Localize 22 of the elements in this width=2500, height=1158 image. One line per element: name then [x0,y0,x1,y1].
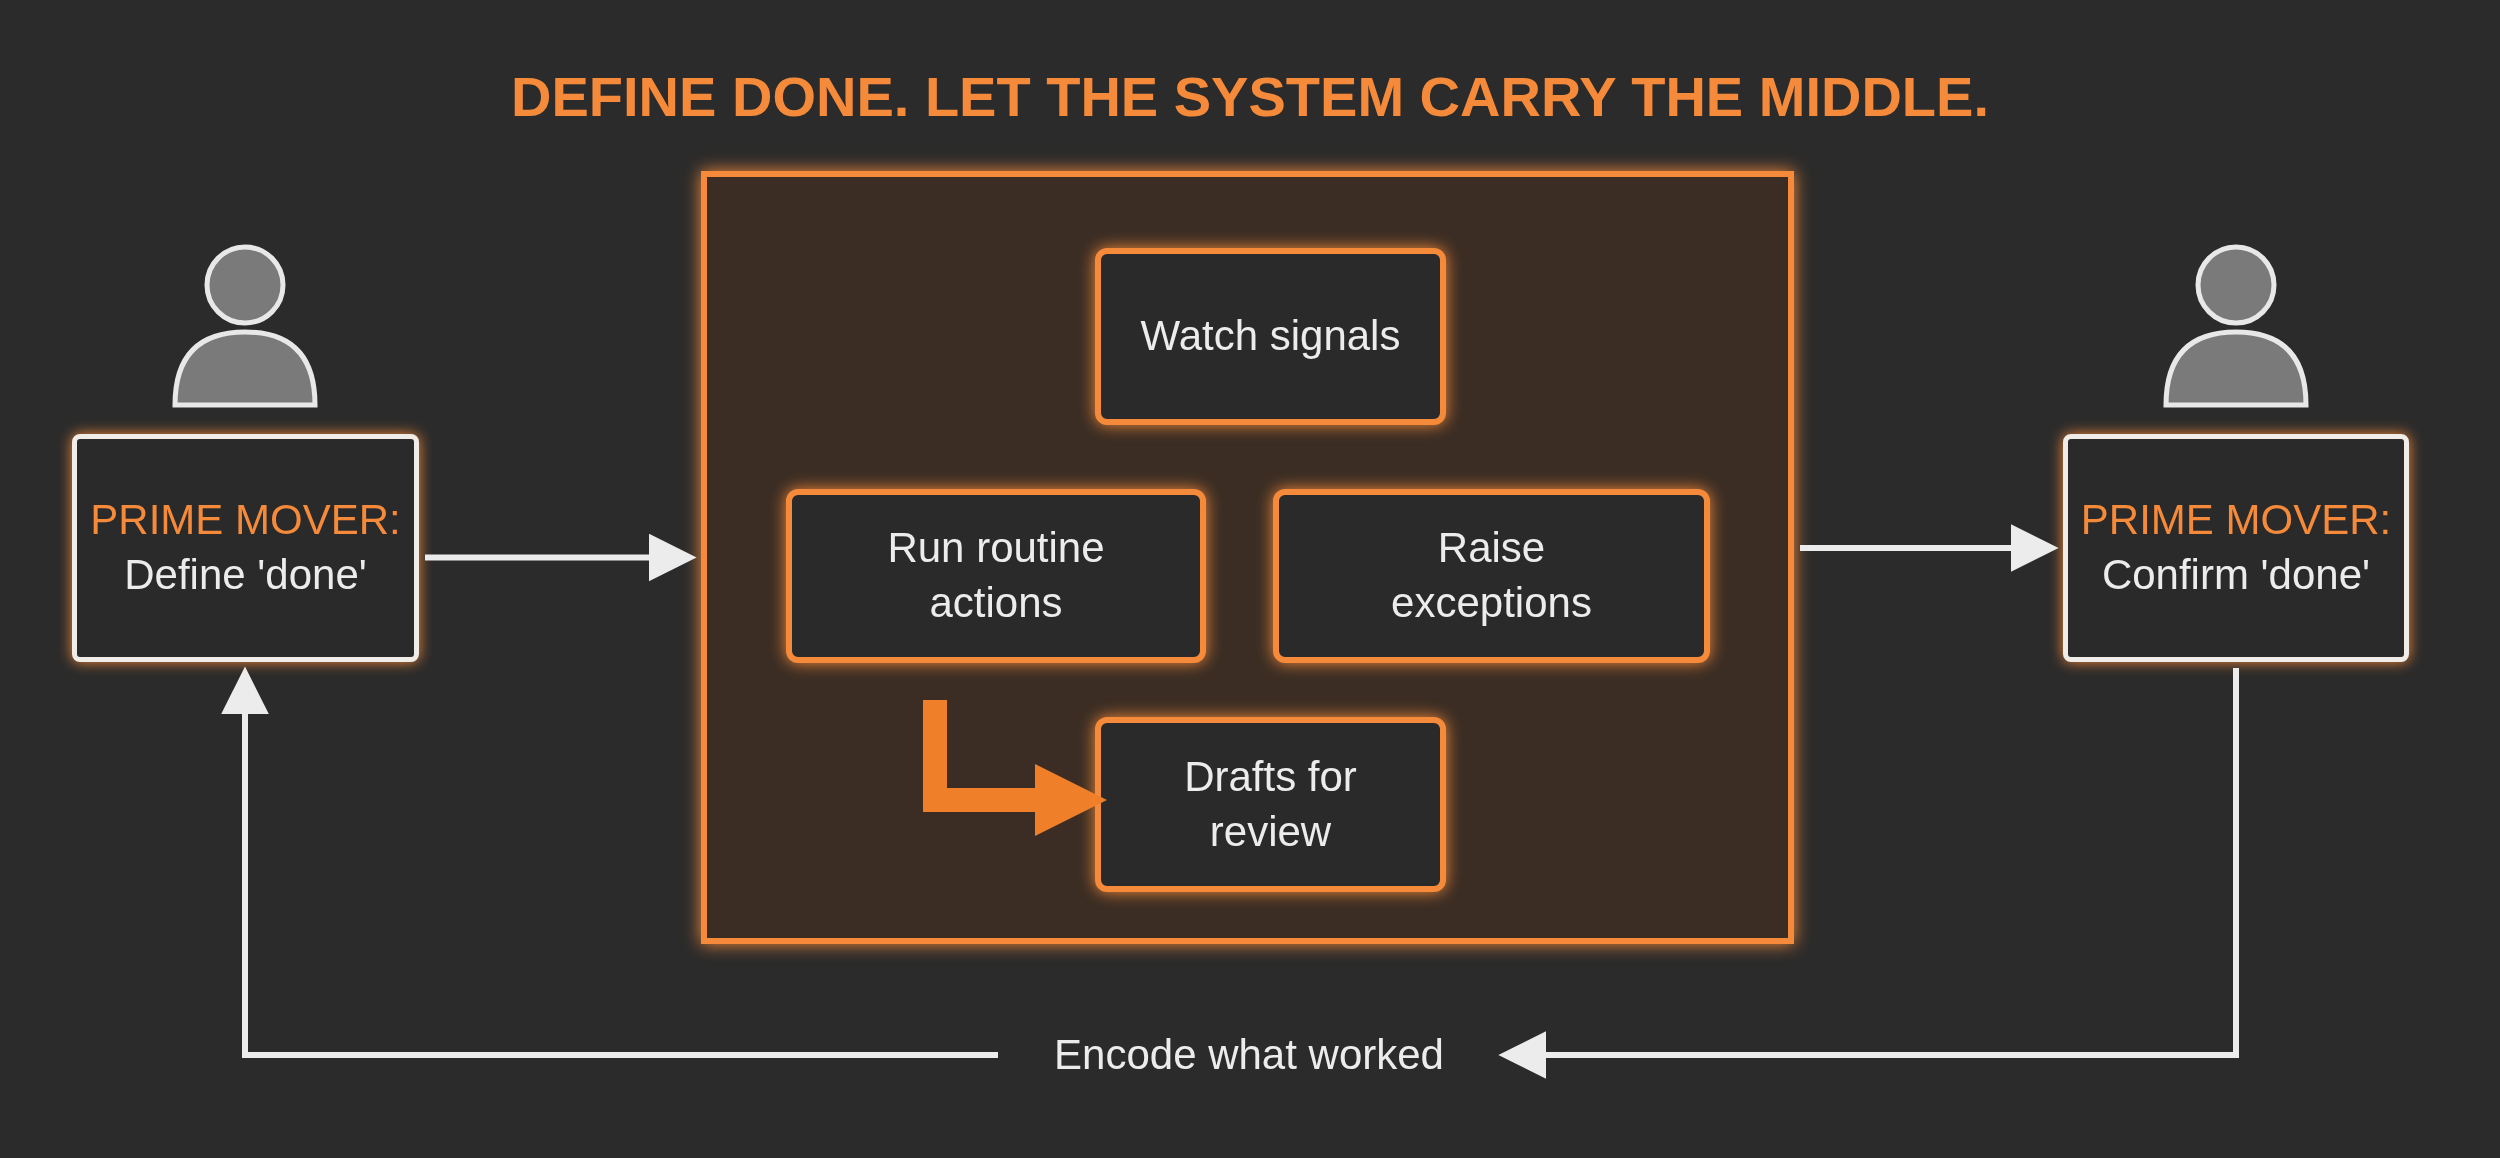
role-text: Define 'done' [124,550,367,600]
arrow [1498,668,2239,1079]
role-text: Confirm 'done' [2101,550,2371,600]
process-box [1273,489,1710,663]
arrow [221,666,998,1058]
process-box [786,489,1206,663]
role-box [2063,434,2409,662]
title: DEFINE DONE. LET THE SYSTEM CARRY THE MIDDLE. [511,64,1989,130]
system-frame [701,171,1794,944]
arrow [425,533,697,582]
node-text: Drafts for review [1183,751,1358,857]
node-text: Raise exceptions [1390,523,1593,628]
arrow [923,700,1107,836]
role-heading: PRIME MOVER: [2080,495,2392,546]
node-text: Watch signals [1140,311,1401,362]
role-heading: PRIME MOVER: [90,495,401,546]
node-text: Encode what worked [1054,1029,1444,1080]
arrow [1800,524,2059,572]
process-box [1095,717,1446,892]
node-text: Run routine actions [886,523,1106,628]
process-box [1095,248,1446,425]
role-box [72,434,419,662]
